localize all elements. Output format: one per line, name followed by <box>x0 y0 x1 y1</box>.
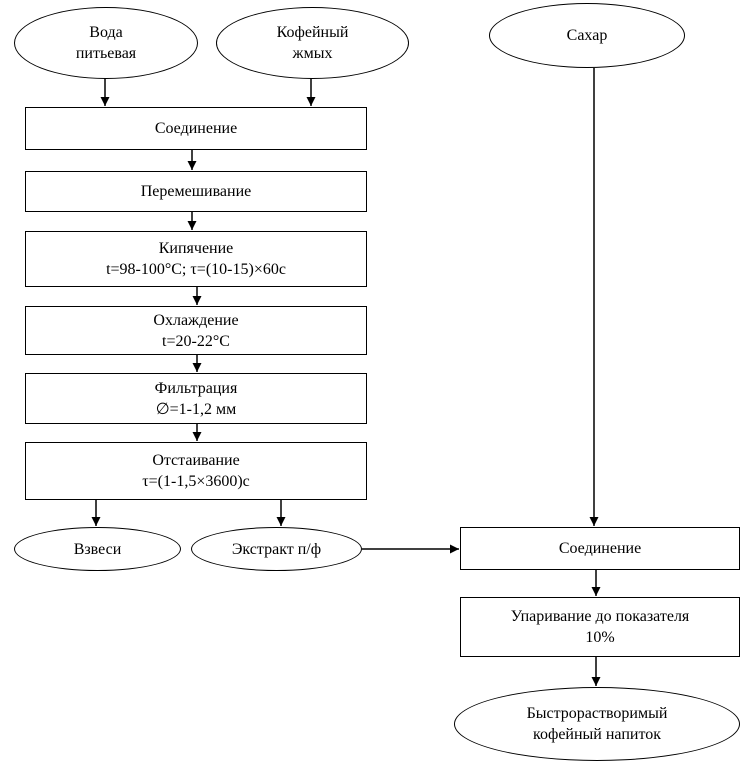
node-combine-2-label: Соединение <box>558 540 642 557</box>
node-suspensions: Взвеси <box>14 527 181 571</box>
node-filtration: Фильтрация ∅=1-1,2 мм <box>25 373 367 424</box>
node-instant-coffee-drink-line2: кофейный напиток <box>533 726 661 743</box>
node-coffee-cake-line2: жмых <box>292 45 333 62</box>
node-combine-1-label: Соединение <box>154 120 238 137</box>
node-extract: Экстракт п/ф <box>191 527 362 571</box>
node-combine-2: Соединение <box>460 527 740 570</box>
node-instant-coffee-drink-line1: Быстрорастворимый <box>526 705 668 722</box>
node-suspensions-label: Взвеси <box>73 540 122 558</box>
node-drinking-water-line2: питьевая <box>75 45 137 62</box>
node-settling: Отстаивание τ=(1-1,5×3600)с <box>25 442 367 500</box>
node-evaporation-line1: Упаривание до показателя <box>510 608 690 625</box>
node-cooling: Охлаждение t=20-22°C <box>25 306 367 355</box>
node-sugar-label: Сахар <box>566 27 608 44</box>
node-mixing: Перемешивание <box>25 171 367 212</box>
node-evaporation: Упаривание до показателя 10% <box>460 597 740 657</box>
node-sugar: Сахар <box>489 3 685 68</box>
node-filtration-line2: ∅=1-1,2 мм <box>155 400 237 418</box>
node-mixing-label: Перемешивание <box>140 183 252 200</box>
node-filtration-line1: Фильтрация <box>154 379 238 397</box>
node-settling-line2: τ=(1-1,5×3600)с <box>142 473 250 490</box>
node-settling-line1: Отстаивание <box>152 452 240 469</box>
node-extract-label: Экстракт п/ф <box>231 540 322 558</box>
node-combine-1: Соединение <box>25 107 367 150</box>
node-drinking-water: Вода питьевая <box>14 7 198 79</box>
node-evaporation-line2: 10% <box>585 629 615 646</box>
node-drinking-water-line1: Вода <box>89 24 123 41</box>
node-coffee-cake: Кофейный жмых <box>216 7 409 79</box>
node-cooling-line2: t=20-22°C <box>162 332 230 350</box>
node-coffee-cake-line1: Кофейный <box>276 24 349 41</box>
node-boiling-line2: t=98-100°C; τ=(10-15)×60с <box>106 261 286 278</box>
node-instant-coffee-drink: Быстрорастворимый кофейный напиток <box>454 687 740 761</box>
node-boiling-line1: Кипячение <box>158 240 234 257</box>
node-cooling-line1: Охлаждение <box>153 311 239 329</box>
node-boiling: Кипячение t=98-100°C; τ=(10-15)×60с <box>25 231 367 287</box>
